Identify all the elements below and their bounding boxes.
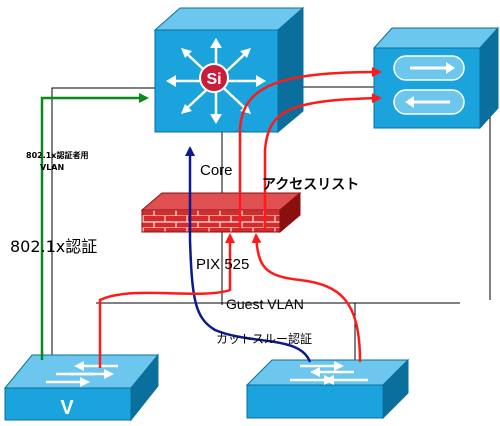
guest-vlan-label: Guest VLAN xyxy=(226,296,304,312)
auth-vlan-label-line1: 802.1x認証者用 xyxy=(26,150,88,160)
auth-8021x-label: 802.1x認証 xyxy=(10,237,97,256)
navy-cut-through-flow xyxy=(185,146,312,363)
core-label: Core xyxy=(200,162,233,179)
server-array-icon xyxy=(372,26,500,130)
vlan-switch: V xyxy=(3,353,160,422)
firewall-brick-icon xyxy=(140,191,302,234)
workgroup-switch-icon xyxy=(290,361,368,385)
labels: Core アクセスリスト PIX 525 Guest VLAN カットスルー認証… xyxy=(10,150,359,346)
auth-vlan-label-line2: VLAN xyxy=(40,163,64,172)
si-badge-label: Si xyxy=(206,71,221,88)
si-badge xyxy=(199,63,229,93)
core-switch: Si xyxy=(153,6,305,134)
topology-lines xyxy=(51,86,491,360)
red-acl-to-server-flow-1 xyxy=(238,67,382,228)
vlan-switch-icon xyxy=(46,361,118,387)
pix-label: PIX 525 xyxy=(196,256,249,273)
flow-arrows xyxy=(40,67,382,368)
green-8021x-flow xyxy=(40,93,149,360)
cut-through-label: カットスルー認証 xyxy=(216,331,312,346)
red-left-switch-flow xyxy=(98,233,235,368)
workgroup-switch xyxy=(245,358,410,420)
core-to-left-switch-line xyxy=(51,87,155,355)
v-badge-label: V xyxy=(60,397,74,419)
red-right-switch-flow xyxy=(251,233,362,363)
red-acl-to-server-flow-2 xyxy=(263,93,382,228)
acl-label: アクセスリスト xyxy=(262,177,359,193)
